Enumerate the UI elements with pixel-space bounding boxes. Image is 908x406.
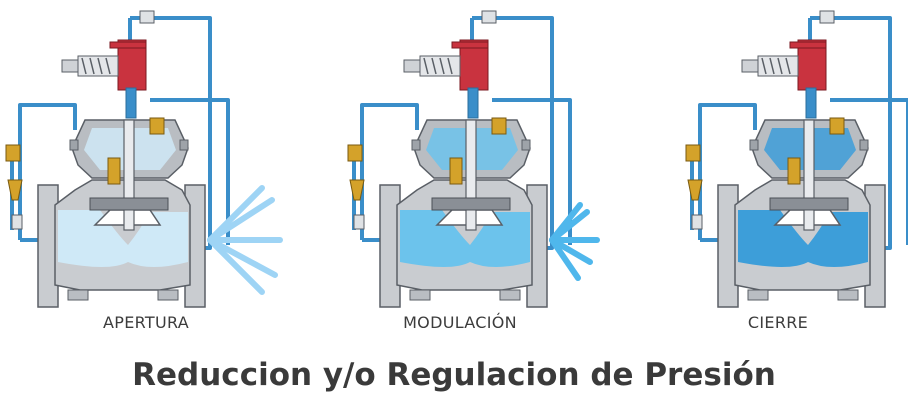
valve-apertura: [4, 9, 283, 309]
caption-cierre: CIERRE: [747, 313, 809, 332]
flow-lines-open: [207, 185, 283, 295]
valve-modulacion: [346, 9, 600, 309]
valve-cierre: [684, 9, 908, 309]
flow-lines-modulate: [549, 202, 600, 281]
diagram-title: Reduccion y/o Regulacion de Presión: [132, 357, 776, 393]
caption-apertura: APERTURA: [103, 313, 189, 332]
caption-modulacion: MODULACIÓN: [403, 313, 517, 332]
